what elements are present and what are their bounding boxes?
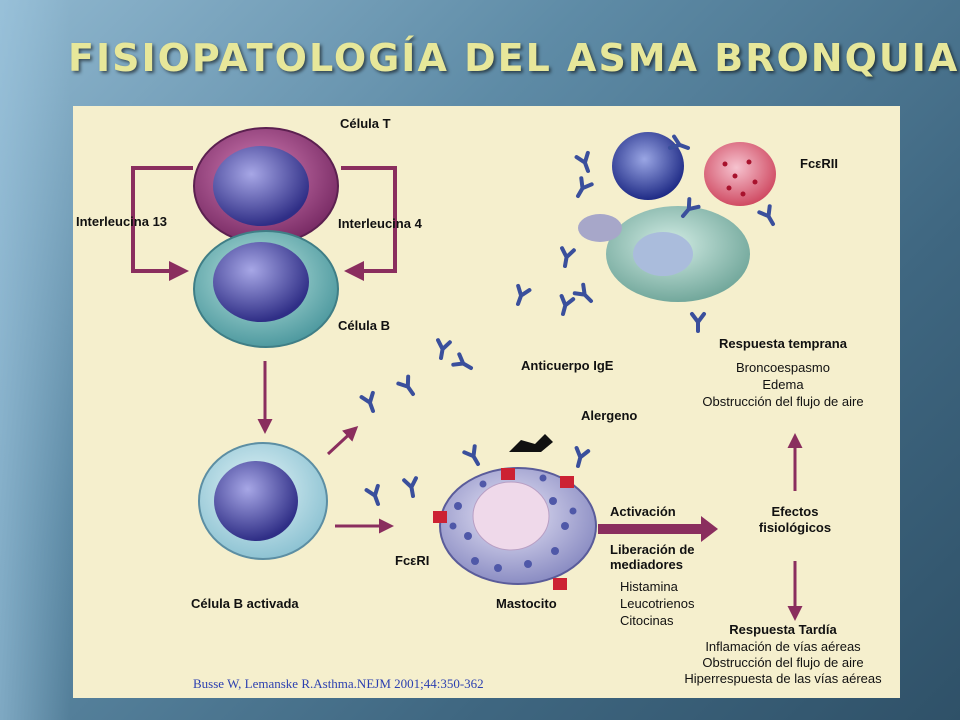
mast-cell-nucleus bbox=[472, 481, 550, 551]
background-band bbox=[0, 0, 70, 720]
mast-granules bbox=[449, 474, 577, 572]
ige-arrow bbox=[326, 425, 359, 456]
cell-t-label: Célula T bbox=[340, 116, 391, 131]
mediator-item: Histamina bbox=[620, 579, 678, 594]
late-response-item: Inflamación de vías aéreas bbox=[705, 639, 861, 654]
anticuerpo-label: Anticuerpo IgE bbox=[521, 358, 614, 373]
eosinophil-cell bbox=[704, 142, 776, 206]
platelet-cell bbox=[578, 214, 622, 242]
late-response-title: Respuesta Tardía bbox=[729, 622, 837, 637]
fcerii-label: FcεRII bbox=[800, 156, 838, 171]
activated-b-label: Célula B activada bbox=[191, 596, 299, 611]
diagram-artwork bbox=[131, 127, 803, 621]
mediators-list: Histamina Leucotrienos Citocinas bbox=[620, 578, 694, 629]
early-response-item: Edema bbox=[762, 377, 804, 392]
late-response-item: Hiperrespuesta de las vías aéreas bbox=[684, 671, 882, 686]
basophil-cell bbox=[612, 132, 684, 200]
diagram-panel: Célula T Interleucina 13 Interleucina 4 … bbox=[73, 106, 900, 698]
mastocito-label: Mastocito bbox=[496, 596, 557, 611]
il4-label: Interleucina 4 bbox=[338, 216, 422, 231]
alergeno-label: Alergeno bbox=[581, 408, 638, 423]
late-response-box: Respuesta Tardía Inflamación de vías aér… bbox=[673, 622, 893, 687]
il4-arrow bbox=[341, 166, 397, 281]
late-response-item: Obstrucción del flujo de aire bbox=[702, 655, 864, 670]
eosinophil-granules bbox=[722, 159, 758, 197]
mediator-item: Citocinas bbox=[620, 613, 674, 628]
effects-arrow bbox=[598, 516, 718, 542]
fceri-label: FcεRI bbox=[395, 553, 430, 568]
b-cell-nucleus bbox=[213, 242, 309, 322]
il13-arrow bbox=[131, 166, 193, 281]
fceri-receptors bbox=[433, 468, 574, 590]
early-response-item: Obstrucción del flujo de aire bbox=[702, 394, 864, 409]
early-response-title: Respuesta temprana bbox=[719, 336, 847, 351]
t-cell-nucleus bbox=[213, 146, 309, 226]
allergen bbox=[509, 434, 553, 452]
early-response-item: Broncoespasmo bbox=[736, 360, 830, 375]
citation: Busse W, Lemanske R.Asthma.NEJM 2001;44:… bbox=[193, 676, 484, 691]
mediator-item: Leucotrienos bbox=[620, 596, 695, 611]
cell-b-label: Célula B bbox=[338, 318, 391, 333]
slide-title: FISIOPATOLOGÍA DEL ASMA BRONQUIAL bbox=[68, 36, 960, 80]
activacion-label: Activación bbox=[610, 504, 676, 519]
activated-b-cell-nucleus bbox=[214, 461, 298, 541]
il13-label: Interleucina 13 bbox=[76, 214, 168, 229]
liberacion-label: Liberación de mediadores bbox=[610, 542, 695, 572]
early-response-box: Respuesta temprana Broncoespasmo Edema O… bbox=[673, 336, 893, 410]
macrophage-nucleus bbox=[633, 232, 693, 276]
efectos-label: Efectos fisiológicos bbox=[758, 504, 832, 535]
